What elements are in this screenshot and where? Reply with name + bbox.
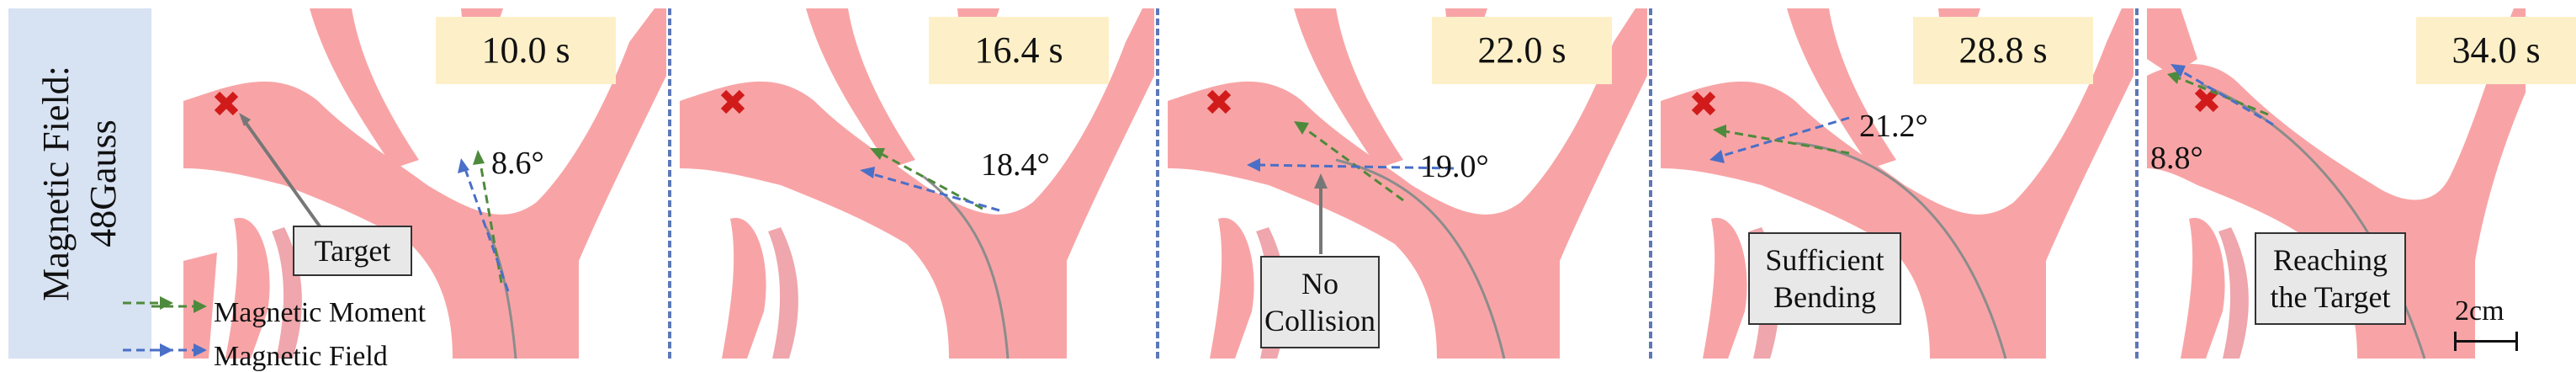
time-badge-1: 10.0 s bbox=[436, 17, 616, 84]
frame-panel-1: 10.0 s 8.6° Target bbox=[123, 8, 666, 363]
callout-sufficient-bending-line2: Bending bbox=[1773, 280, 1876, 314]
angle-label-2: 18.4° bbox=[981, 147, 1050, 183]
frame-panel-4: 28.8 s 21.2° Sufficient Bending bbox=[1661, 8, 2133, 359]
time-badge-2: 16.4 s bbox=[929, 17, 1109, 84]
vessel-image-1 bbox=[123, 8, 666, 363]
frame-panel-2: 16.4 s 18.4° bbox=[680, 8, 1154, 363]
target-marker-5 bbox=[2194, 88, 2219, 113]
frame-divider-3 bbox=[1649, 8, 1652, 359]
callout-reaching-target-line1: Reaching bbox=[2273, 243, 2388, 277]
legend-arrows bbox=[151, 300, 207, 357]
callout-no-collision-line2: Collision bbox=[1264, 304, 1376, 337]
vessel-image-3 bbox=[1168, 8, 1647, 359]
callout-sufficient-bending-line1: Sufficient bbox=[1765, 243, 1884, 277]
callout-target-text: Target bbox=[314, 234, 391, 268]
frame-divider-4 bbox=[2135, 8, 2139, 359]
legend-moment-label: Magnetic Moment bbox=[214, 297, 427, 328]
legend-field-label: Magnetic Field bbox=[214, 341, 388, 372]
time-badge-3: 22.0 s bbox=[1432, 17, 1612, 84]
vessel-image-4 bbox=[1661, 8, 2133, 359]
target-marker-1 bbox=[214, 91, 239, 116]
frame-divider-2 bbox=[1156, 8, 1159, 359]
callout-target: Target bbox=[293, 226, 412, 276]
callout-reaching-target: Reaching the Target bbox=[2255, 232, 2406, 325]
callout-no-collision-line1: No bbox=[1301, 267, 1338, 300]
angle-label-1: 8.6° bbox=[491, 146, 544, 181]
callout-no-collision: No Collision bbox=[1260, 256, 1380, 348]
angle-label-4: 21.2° bbox=[1859, 109, 1928, 144]
callout-reaching-target-line2: the Target bbox=[2270, 280, 2391, 314]
frame-panel-3: 22.0 s 19.0° No Collision bbox=[1168, 8, 1647, 359]
time-badge-5: 34.0 s bbox=[2416, 17, 2576, 84]
target-marker-4 bbox=[1691, 91, 1716, 116]
angle-label-5: 8.8° bbox=[2150, 141, 2203, 176]
side-label-line1: Magnetic Field: bbox=[35, 66, 77, 301]
side-label: Magnetic Field: 48Gauss bbox=[8, 8, 151, 359]
angle-label-3: 19.0° bbox=[1420, 149, 1489, 184]
side-label-text: Magnetic Field: 48Gauss bbox=[33, 8, 127, 359]
target-marker-2 bbox=[720, 89, 745, 114]
scale-label: 2cm bbox=[2455, 295, 2504, 327]
time-badge-4: 28.8 s bbox=[1913, 17, 2093, 84]
callout-sufficient-bending: Sufficient Bending bbox=[1748, 232, 1901, 325]
target-marker-3 bbox=[1206, 89, 1232, 114]
side-label-line2: 48Gauss bbox=[82, 120, 124, 247]
scale-bar bbox=[2454, 332, 2518, 351]
frame-divider-1 bbox=[668, 8, 671, 359]
frame-panel-5: 34.0 s 8.8° Reaching the Target bbox=[2147, 8, 2576, 359]
